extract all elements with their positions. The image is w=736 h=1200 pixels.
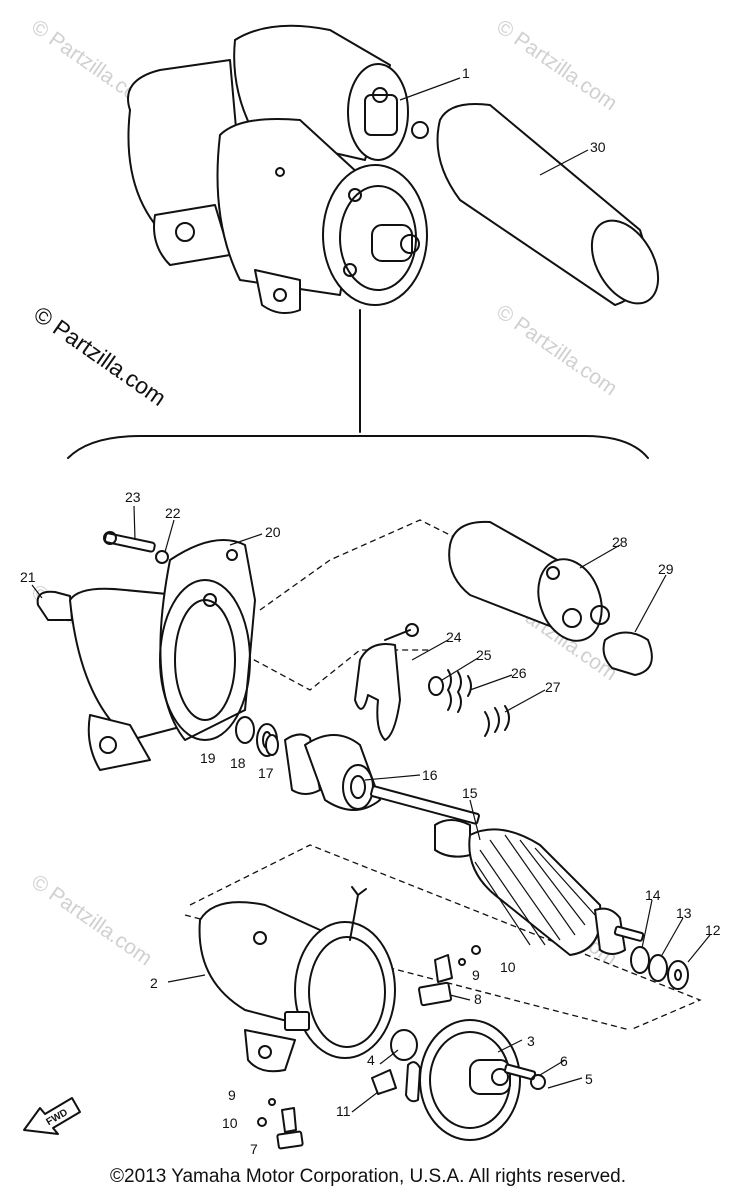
callout-19: 19 (200, 750, 216, 766)
callout-labels: 1 2 3 4 5 6 7 8 9 10 11 12 13 14 15 16 1… (20, 65, 721, 1157)
callout-9-upper: 9 (472, 967, 480, 983)
callout-14: 14 (645, 887, 661, 903)
callout-27: 27 (545, 679, 561, 695)
watermark: © Partzilla.com (27, 870, 156, 970)
leader-lines (31, 77, 711, 1113)
watermark-dark: © Partzilla.com (29, 301, 171, 411)
callout-2: 2 (150, 975, 158, 991)
callout-22: 22 (165, 505, 181, 521)
watermark: © Partzilla.com (492, 15, 621, 115)
callout-15: 15 (462, 785, 478, 801)
copyright-notice: ©2013 Yamaha Motor Corporation, U.S.A. A… (110, 1166, 626, 1187)
callout-8: 8 (474, 991, 482, 1007)
callout-20: 20 (265, 524, 281, 540)
callout-11: 11 (336, 1103, 351, 1119)
watermark: © Partzilla.com (492, 300, 621, 400)
callout-3: 3 (527, 1033, 535, 1049)
callout-7: 7 (250, 1141, 258, 1157)
callout-29: 29 (658, 561, 674, 577)
callout-30: 30 (590, 139, 606, 155)
starter-assembly-drawing (67, 24, 660, 459)
callout-18: 18 (230, 755, 246, 771)
callout-24: 24 (446, 629, 462, 645)
callout-4: 4 (367, 1052, 375, 1068)
callout-10-upper: 10 (500, 959, 516, 975)
callout-5: 5 (585, 1071, 593, 1087)
callout-9: 9 (228, 1087, 236, 1103)
callout-6: 6 (560, 1053, 568, 1069)
callout-16: 16 (422, 767, 438, 783)
fwd-arrow: FWD (23, 1097, 81, 1135)
callout-25: 25 (476, 647, 492, 663)
callout-17: 17 (258, 765, 274, 781)
exploded-view-drawing (36, 519, 702, 1150)
callout-23: 23 (125, 489, 141, 505)
callout-1: 1 (462, 65, 470, 81)
callout-21: 21 (20, 569, 36, 585)
callout-26: 26 (511, 665, 527, 681)
callout-12: 12 (705, 922, 721, 938)
callout-13: 13 (676, 905, 692, 921)
callout-28: 28 (612, 534, 628, 550)
callout-10: 10 (222, 1115, 238, 1131)
